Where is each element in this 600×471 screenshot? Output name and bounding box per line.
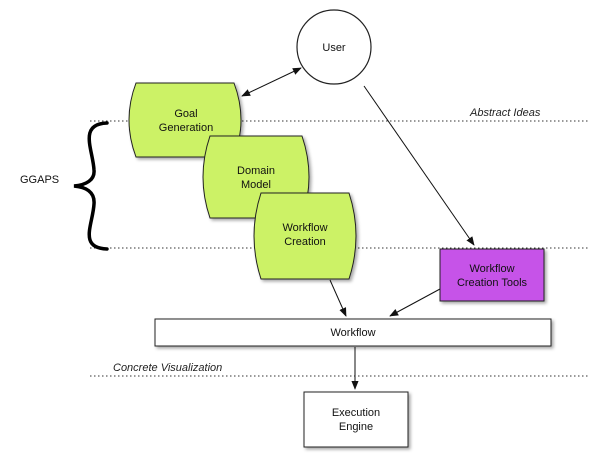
user-to-tools-arrow — [363, 85, 475, 246]
goal-generation-label-line2: Generation — [159, 122, 213, 134]
abstract-ideas-label: Abstract Ideas — [469, 107, 541, 119]
execution-engine-label-line1: Execution — [332, 407, 380, 419]
workflow-node: Workflow — [154, 318, 552, 347]
execution-engine-label-line2: Engine — [339, 421, 373, 433]
user-node: User — [296, 9, 372, 85]
domain-model-label-line1: Domain — [237, 165, 275, 177]
workflow-creation-label-line1: Workflow — [282, 222, 327, 234]
workflow-creation-tools-label-line1: Workflow — [469, 263, 514, 275]
execution-engine-node: Execution Engine — [303, 391, 409, 448]
workflow-creation-tools-label-line2: Creation Tools — [457, 277, 528, 289]
goal-user-arrow — [241, 67, 302, 97]
workflow-creation-node: Workflow Creation — [253, 192, 357, 280]
goal-generation-label-line1: Goal — [174, 108, 197, 120]
user-label: User — [322, 42, 346, 54]
ggaps-brace — [73, 121, 109, 251]
workflow-creation-tools-node: Workflow Creation Tools — [439, 248, 545, 302]
tools-to-workflow-arrow — [389, 288, 441, 317]
workflow-creation-label-line2: Creation — [284, 236, 326, 248]
ggaps-label: GGAPS — [20, 174, 59, 186]
concrete-visualization-label: Concrete Visualization — [113, 362, 222, 374]
creation-to-workflow-arrow — [329, 279, 347, 317]
domain-model-label-line2: Model — [241, 179, 271, 191]
workflow-label: Workflow — [330, 327, 375, 339]
